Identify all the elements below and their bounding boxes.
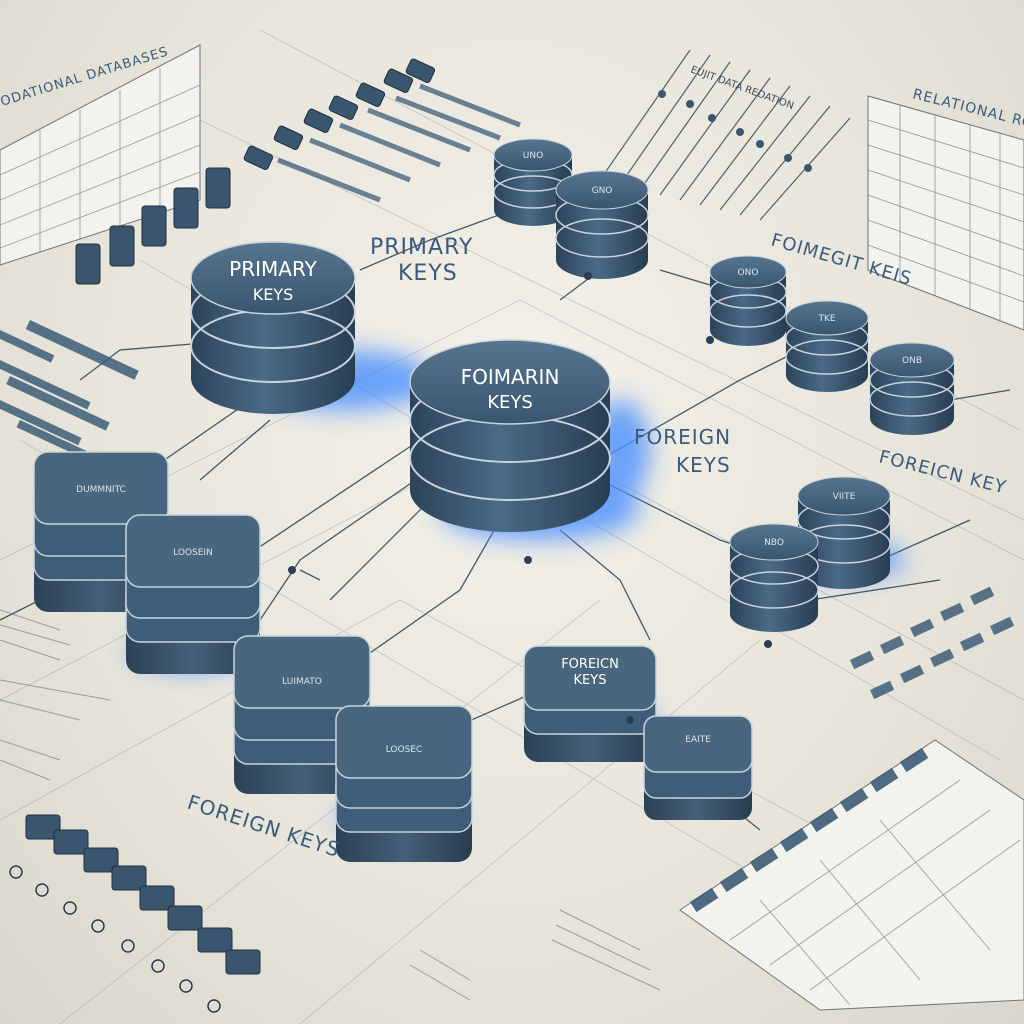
primary-keys-label-1: PRIMARY [370, 235, 473, 260]
foreign-keys-label-mid-2: KEYS [676, 453, 731, 477]
bottom-b-label: LOOSEC [386, 745, 423, 755]
cable-fan-nodes [658, 90, 812, 172]
right-c-label: ONB [902, 356, 922, 366]
data-stripes-left [0, 320, 139, 462]
database-right-c[interactable]: ONB [869, 342, 955, 435]
left-mid-label: DUMMNITC [76, 485, 126, 495]
foreign-keys-label-mid-1: FOREIGN [634, 425, 731, 449]
primary-keys-line1: PRIMARY [229, 257, 317, 281]
database-bottom-d[interactable]: EAITE [643, 715, 753, 820]
database-top-a[interactable]: UNO [493, 138, 573, 226]
foreign-keys-central-database[interactable]: FOIMARIN KEYS [409, 339, 611, 532]
database-right-a[interactable]: ONO [709, 255, 787, 346]
foreign-keys-label-bottom: FOREIGN KEYS [184, 790, 343, 862]
right-b-label: TKE [817, 314, 835, 324]
spreadsheet-panel-top-right: RELATIONAL RC [867, 86, 1024, 331]
spreadsheet-panel-bottom-right [679, 739, 1024, 1011]
top-a-label: UNO [523, 151, 543, 161]
spreadsheet-panel-top-left: ODATIONAL DATABASES [0, 44, 201, 266]
bottom-d-label: EAITE [685, 735, 711, 745]
bottom-a-label: LUIMATO [282, 677, 322, 687]
connector-nodes [288, 272, 772, 724]
database-right-b[interactable]: TKE [785, 300, 869, 392]
left-lower-label: LOOSEIN [173, 548, 213, 558]
primary-keys-line2: KEYS [253, 285, 294, 304]
text-scribbles-left [0, 609, 111, 781]
database-bottom-c[interactable]: FOREICN KEYS [523, 645, 657, 762]
connector-plugs-top-left [75, 167, 231, 285]
right-d-label: VIITE [833, 492, 856, 502]
right-a-label: ONO [738, 268, 759, 278]
database-top-b[interactable]: GNO [555, 170, 649, 279]
right-e-label: NBO [764, 538, 784, 548]
primary-keys-label-2: KEYS [398, 261, 458, 286]
connector-chain-bottom-left [9, 814, 261, 1013]
top-b-label: GNO [592, 186, 613, 196]
center-db-line2: KEYS [487, 392, 533, 413]
database-right-e[interactable]: NBO [729, 523, 819, 632]
center-db-line1: FOIMARIN [461, 365, 560, 389]
bottom-c-line2: KEYS [574, 673, 607, 688]
database-left-lower[interactable]: LOOSEIN [125, 514, 261, 674]
cable-plugs-top [243, 58, 521, 203]
text-scribbles-bottom [409, 909, 661, 1001]
foreign-keys-label-far-right: FOREICN KEY [877, 446, 1009, 498]
database-right-d[interactable]: VIITE [797, 476, 891, 589]
data-stripes-right [850, 586, 1015, 700]
database-bottom-b[interactable]: LOOSEC [335, 705, 473, 862]
top-center-tiny-label: EUJIT DATA REDATION [689, 64, 795, 112]
bottom-c-line1: FOREICN [561, 657, 619, 672]
primary-keys-database[interactable]: PRIMARY KEYS [190, 241, 356, 414]
